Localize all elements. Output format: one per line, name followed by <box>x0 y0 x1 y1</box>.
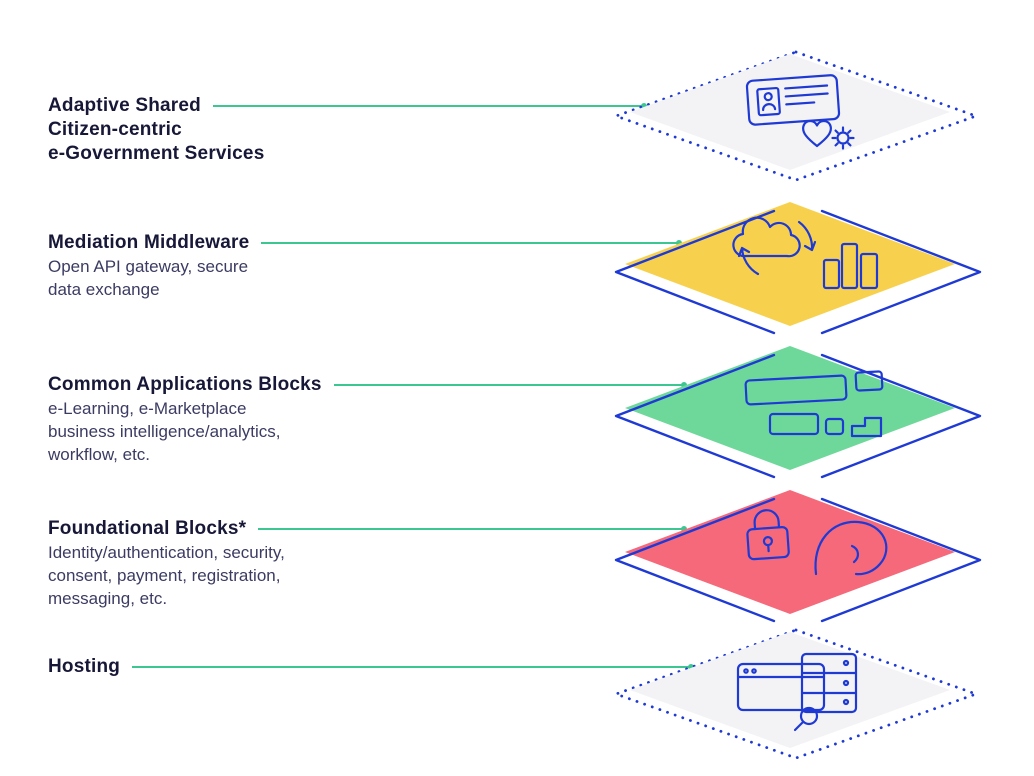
layer-diamond-hosting <box>611 628 981 760</box>
connector-line <box>258 526 687 532</box>
layer-label-services: Adaptive Shared Citizen-centric e-Govern… <box>48 94 648 166</box>
layer-description-line: data exchange <box>48 280 160 299</box>
layer-diamond-foundational <box>614 490 982 623</box>
layer-description-line: messaging, etc. <box>48 589 168 608</box>
layer-diamond-applications <box>614 346 982 479</box>
diamond-fill <box>630 54 950 170</box>
diamond-fill <box>625 202 955 326</box>
label-title-row: Foundational Blocks* <box>48 517 687 541</box>
layer-title: Citizen-centric <box>48 119 182 140</box>
layer-title: Hosting <box>48 656 121 677</box>
layer-title: Adaptive Shared <box>48 95 201 116</box>
layer-description-line: workflow, etc. <box>48 445 151 464</box>
building-blocks-icon <box>744 370 884 438</box>
diamond-outline-right <box>820 497 982 623</box>
diamond-fill <box>625 490 955 614</box>
citizen-services-icon <box>745 74 855 150</box>
connector-line <box>261 240 682 246</box>
diamond-fill <box>630 632 950 748</box>
diamond-fill <box>625 346 955 470</box>
layer-label-applications: Common Applications Blocks e-Learning, e… <box>48 373 688 466</box>
label-title-row: Hosting <box>48 655 694 679</box>
layer-description-line: Open API gateway, secure <box>48 257 249 276</box>
connector-line <box>132 664 694 670</box>
label-title-row: Adaptive Shared <box>48 94 648 118</box>
layer-diamond-services <box>611 50 981 182</box>
cloud-sync-icon <box>732 216 879 290</box>
diamond-outline-left <box>614 497 776 623</box>
layer-label-middleware: Mediation Middleware Open API gateway, s… <box>48 231 682 301</box>
layer-description-line: Identity/authentication, security, <box>48 543 285 562</box>
layer-description-line: consent, payment, registration, <box>48 566 281 585</box>
diamond-outline-right <box>820 209 982 335</box>
layer-label-hosting: Hosting <box>48 655 694 679</box>
diamond-outline-left <box>614 353 776 479</box>
layer-description-line: business intelligence/analytics, <box>48 422 281 441</box>
label-title-row: Mediation Middleware <box>48 231 682 255</box>
layer-title: Foundational Blocks* <box>48 518 247 539</box>
layer-title: e-Government Services <box>48 143 265 164</box>
layer-diamond-middleware <box>614 202 982 335</box>
diamond-dotted-outline <box>611 50 981 182</box>
connector-line <box>212 103 648 109</box>
label-title-row: Common Applications Blocks <box>48 373 688 397</box>
diamond-outline-right <box>820 353 982 479</box>
layer-description-line: e-Learning, e-Marketplace <box>48 399 247 418</box>
diamond-outline-left <box>614 209 776 335</box>
lock-identity-icon <box>746 509 888 576</box>
connector-line <box>333 382 688 388</box>
layer-label-foundational: Foundational Blocks* Identity/authentica… <box>48 517 687 610</box>
layer-title: Mediation Middleware <box>48 232 250 253</box>
server-hosting-icon <box>736 652 858 732</box>
diamond-dotted-outline <box>611 628 981 760</box>
layer-title: Common Applications Blocks <box>48 374 322 395</box>
